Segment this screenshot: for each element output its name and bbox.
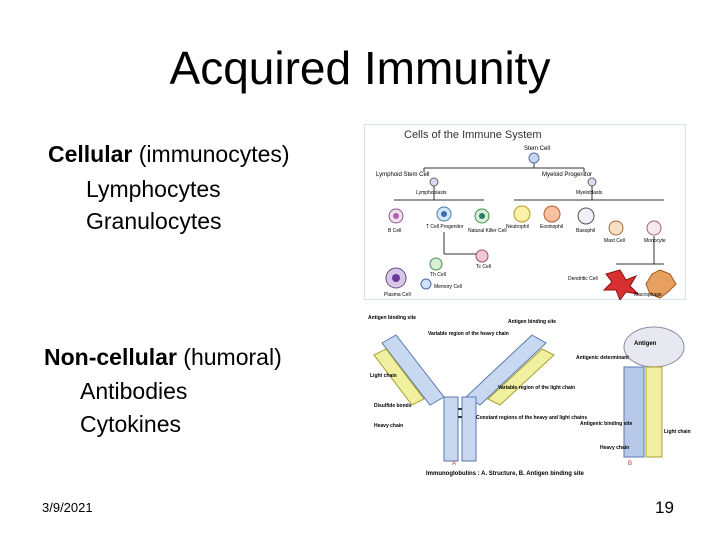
macrophage-label: Macrophage (634, 292, 662, 298)
variable-light-label: Variable region of the light chain (498, 385, 575, 391)
light-chain-right-arm (487, 348, 555, 406)
plasma-cell-label: Plasma Cell (384, 292, 411, 298)
th-cell-label: Th Cell (430, 272, 446, 278)
th-cell-icon (429, 257, 443, 271)
neutrophil-icon (513, 205, 531, 223)
lymphoid-stem-icon (429, 177, 439, 187)
antigenic-determinant-label: Antigenic determinant (576, 355, 629, 361)
monocyte-icon (646, 220, 662, 236)
memory-cell-icon (420, 278, 432, 290)
stem-cell-label: Stem Cell (524, 146, 550, 152)
mast-cell-icon (608, 220, 624, 236)
cellular-heading-bold: Cellular (48, 141, 133, 167)
natural-killer-label: Natural Killer Cell (468, 228, 507, 234)
panel-a-label: A (452, 461, 456, 467)
immune-cells-title: Cells of the Immune System (404, 129, 542, 141)
myeloid-label: Myeloid Progenitor (542, 172, 592, 178)
light-chain-right-bar (645, 366, 663, 458)
lymphoid-label: Lymphoid Stem Cell (376, 172, 429, 178)
dendritic-cell-label: Dendritic Cell (568, 276, 598, 282)
constant-regions-label: Constant regions of the heavy and light … (476, 415, 587, 421)
eosinophil-icon (543, 205, 561, 223)
disulfide-label: Disulfide bonds (374, 403, 412, 409)
macrophage-icon (645, 269, 677, 299)
antigen-label: Antigen (634, 341, 657, 347)
noncellular-heading-bold: Non-cellular (44, 344, 177, 370)
heavy-chain-left-label: Heavy chain (374, 423, 403, 429)
mast-cell-label: Mast Cell (604, 238, 625, 244)
heavy-chain-stem-left (443, 396, 459, 462)
figure-caption: Immunoglobulins : A. Structure, B. Antig… (426, 471, 585, 477)
noncellular-item-antibodies: Antibodies (80, 378, 188, 404)
neutrophil-label: Neutrophil (506, 224, 529, 230)
panel-b-label: B (628, 461, 632, 467)
eosinophil-label: Eosinophil (540, 224, 563, 230)
b-cell-label: B Cell (388, 228, 401, 234)
stem-cell-icon (528, 152, 540, 164)
heavy-chain-right-bar (623, 366, 645, 458)
slide-title: Acquired Immunity (169, 42, 551, 94)
antibody-figure: Antigen binding site Antigen binding sit… (366, 313, 692, 478)
heavy-chain-right-label: Heavy chain (600, 445, 629, 451)
page-number: 19 (655, 498, 674, 517)
light-chain-right-label: Light chain (664, 429, 691, 435)
basophil-icon (577, 207, 595, 225)
antigen-shape (623, 326, 685, 368)
heavy-chain-stem-right (461, 396, 477, 462)
antigenic-binding-site-label: Antigenic binding site (580, 421, 632, 427)
light-chain-left-arm (373, 348, 425, 406)
light-chain-left-label: Light chain (370, 373, 397, 379)
tc-cell-icon (475, 249, 489, 263)
cellular-item-lymphocytes: Lymphocytes (86, 176, 221, 202)
myeloblasts-label: Myeloblasts (576, 190, 603, 196)
noncellular-heading-rest: (humoral) (176, 344, 282, 370)
lymphoblasts-label: Lymphoblasts (416, 190, 447, 196)
myeloid-progenitor-icon (587, 177, 597, 187)
t-cell-progenitor-label: T Cell Progenitor (426, 224, 464, 230)
cellular-heading-rest: (immunocytes) (132, 141, 290, 167)
tc-cell-label: Tc Cell (476, 264, 491, 270)
cellular-item-granulocytes: Granulocytes (86, 208, 222, 234)
immune-cells-figure: Cells of the Immune System Stem Cell Lym… (364, 124, 686, 300)
basophil-label: Basophil (576, 228, 595, 234)
cellular-heading: Cellular (immunocytes) (48, 140, 290, 168)
antigen-binding-site-right-label: Antigen binding site (508, 319, 556, 325)
heavy-chain-right-arm (465, 334, 547, 406)
noncellular-item-cytokines: Cytokines (80, 411, 181, 437)
dendritic-cell-icon (602, 269, 640, 300)
antigen-binding-site-left-label: Antigen binding site (368, 315, 416, 321)
variable-heavy-label: Variable region of the heavy chain (428, 331, 509, 337)
monocyte-label: Monocyte (644, 238, 666, 244)
memory-cell-label: Memory Cell (434, 284, 462, 290)
slide-date: 3/9/2021 (42, 500, 93, 515)
noncellular-heading: Non-cellular (humoral) (44, 343, 282, 371)
